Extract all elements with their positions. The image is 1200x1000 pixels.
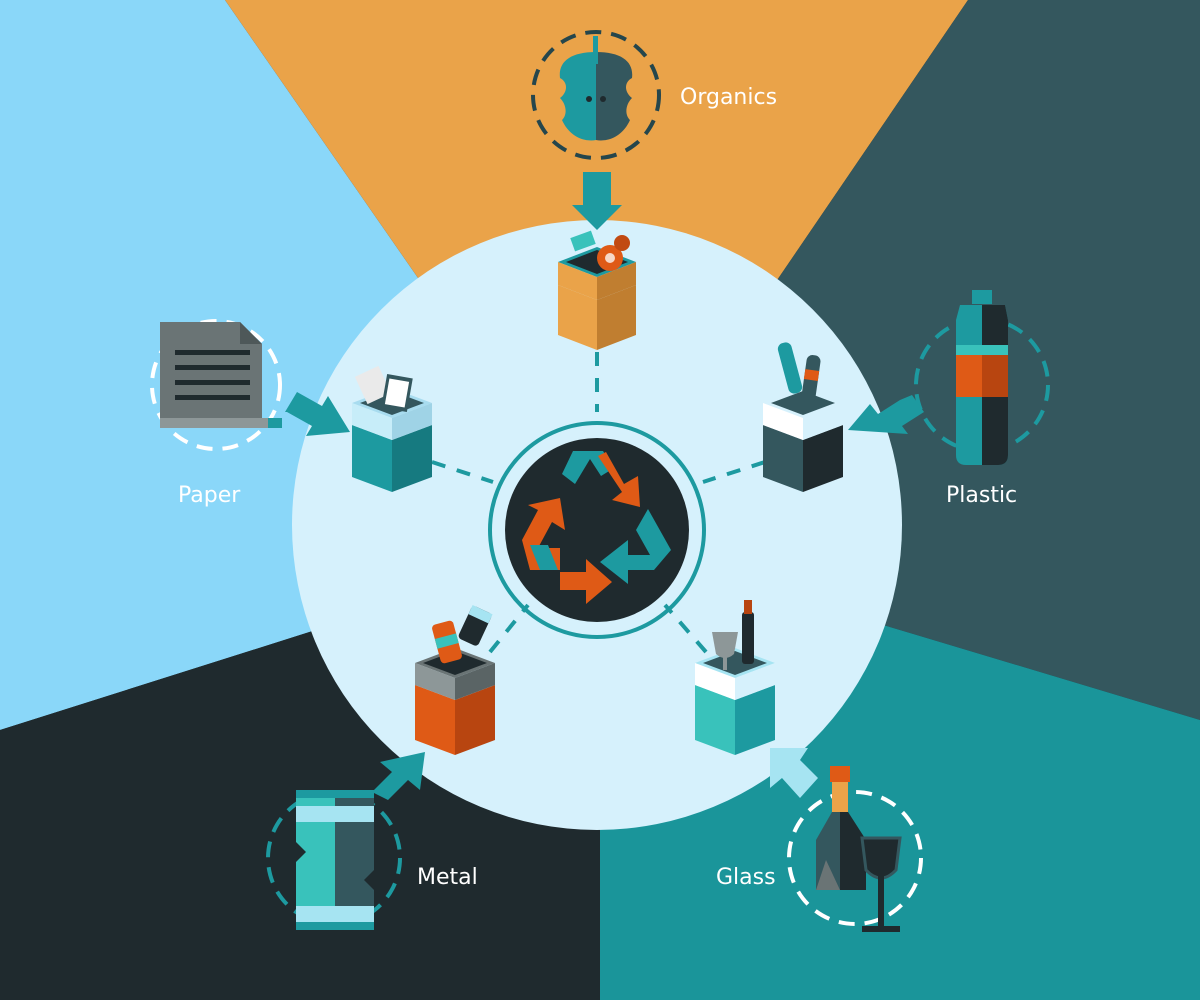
paper-document-icon [160,322,282,428]
organics-bin-icon [558,230,636,350]
glass-dashed-ring [787,790,923,926]
metal-dashed-ring [266,790,402,926]
metal-bin-icon [415,605,495,755]
organics-group [531,30,661,350]
glass-label: Glass [716,865,776,890]
recycle-hub [488,421,706,639]
apple-core-icon [559,36,633,141]
paper-group [150,319,432,492]
plastic-arrow-icon [848,395,924,434]
organics-label: Organics [680,85,778,110]
plastic-group [763,290,1050,492]
paper-arrow-icon [285,392,350,436]
paper-bin-icon [352,365,432,492]
metal-label: Metal [417,865,478,890]
metal-group [266,605,495,930]
plastic-label: Plastic [946,483,1018,508]
plastic-bottle-icon [956,290,1008,465]
metal-arrow-icon [372,752,425,800]
recycle-icon [522,451,671,604]
plastic-bin-icon [763,342,843,492]
plastic-dashed-ring [914,317,1050,453]
glass-group [695,600,923,932]
metal-can-icon [296,790,374,930]
paper-dashed-ring [150,319,282,451]
glass-arrow-icon [770,748,818,798]
glass-bottle-and-wineglass-icon [816,766,902,932]
organics-dashed-ring [531,30,661,160]
glass-bin-icon [695,600,775,755]
paper-label: Paper [178,483,241,508]
organics-arrow-icon [572,172,622,230]
connector-lines [431,352,766,654]
